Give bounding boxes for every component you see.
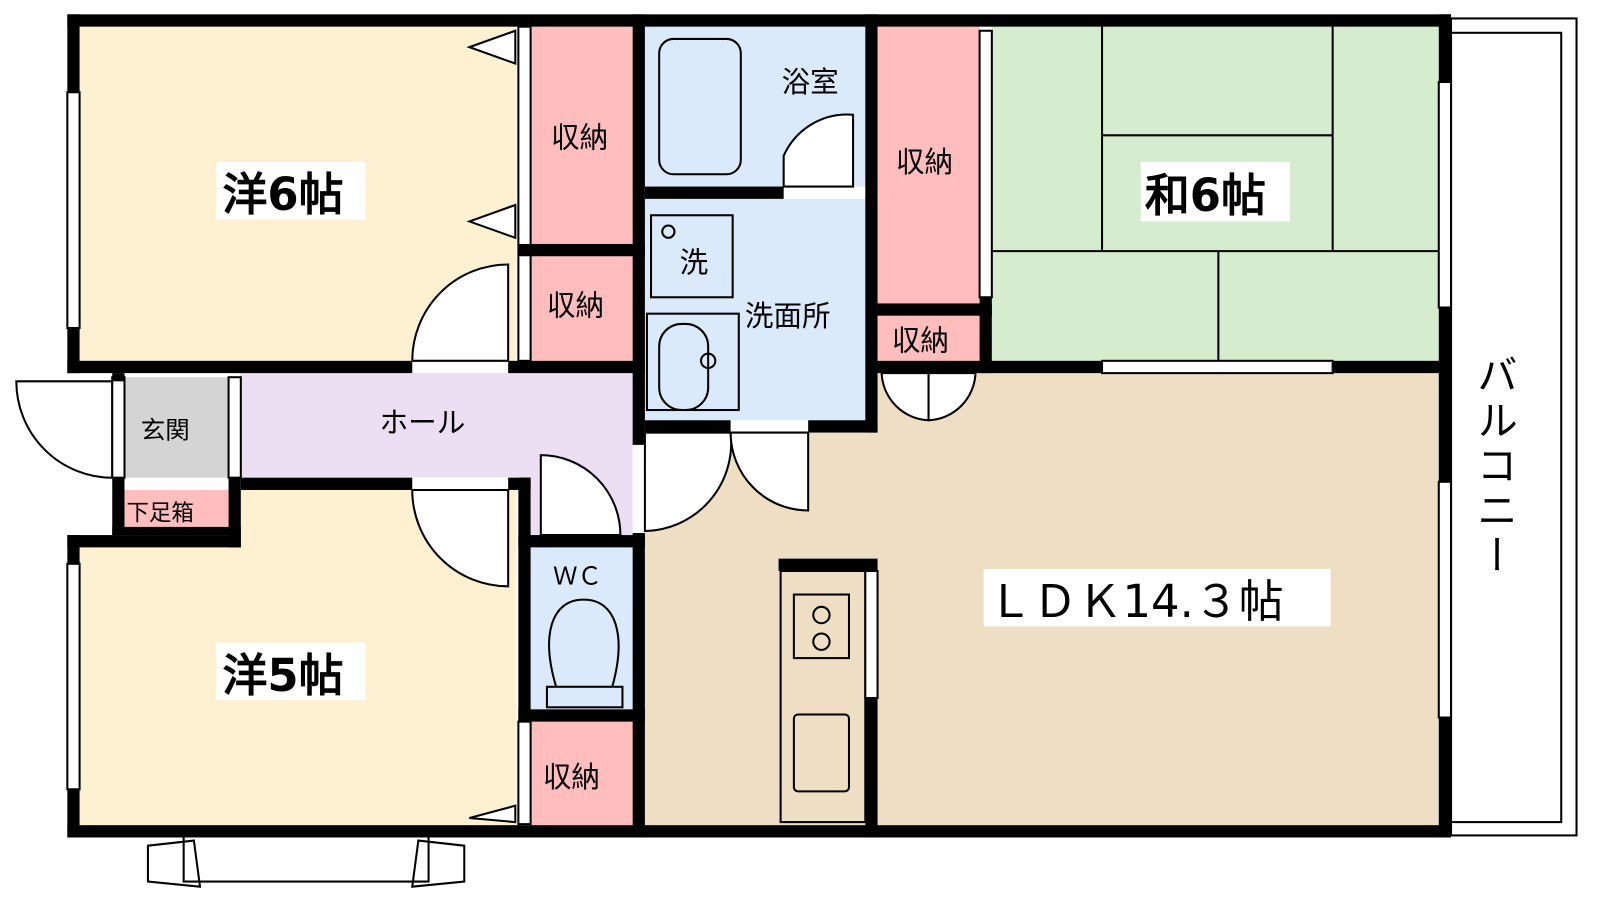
bathtub-icon [658, 37, 742, 176]
room-hall [239, 373, 633, 536]
label-japanese-6: 和6帖 [1145, 169, 1266, 222]
label-ldk: ＬＤＫ14.３帖 [988, 575, 1284, 628]
label-western-5: 洋5帖 [222, 649, 343, 702]
label-western-6: 洋6帖 [222, 168, 343, 221]
label-washroom: 洗面所 [745, 299, 831, 333]
label-storage: 収納 [892, 324, 949, 358]
label-bath: 浴室 [782, 65, 839, 99]
storage-1 [530, 26, 633, 244]
washbasin-icon [645, 312, 740, 412]
label-storage: 収納 [551, 121, 608, 155]
label-balcony: バルコニー [1470, 354, 1518, 579]
tatami-lines [991, 26, 1439, 361]
label-storage: 収納 [543, 760, 600, 794]
label-shoe-box: 下足箱 [127, 501, 194, 527]
label-entrance: 玄関 [141, 416, 190, 445]
storage-5 [530, 721, 633, 826]
storage-2 [530, 256, 633, 361]
label-washer: 洗 [680, 246, 709, 280]
shoe-box [124, 489, 229, 527]
label-storage: 収納 [547, 289, 604, 323]
washing-machine-icon [650, 214, 734, 299]
storage-4 [877, 315, 980, 361]
room-washroom [644, 198, 866, 421]
room-wc [530, 547, 633, 710]
toilet-icon [545, 598, 624, 709]
storage-3 [877, 26, 980, 304]
label-storage: 収納 [896, 145, 953, 179]
room-entrance [124, 377, 229, 478]
walls [67, 14, 1452, 838]
label-hall: ホール [380, 406, 466, 440]
label-wc: ＷＣ [553, 561, 602, 590]
doors[interactable] [15, 29, 977, 824]
